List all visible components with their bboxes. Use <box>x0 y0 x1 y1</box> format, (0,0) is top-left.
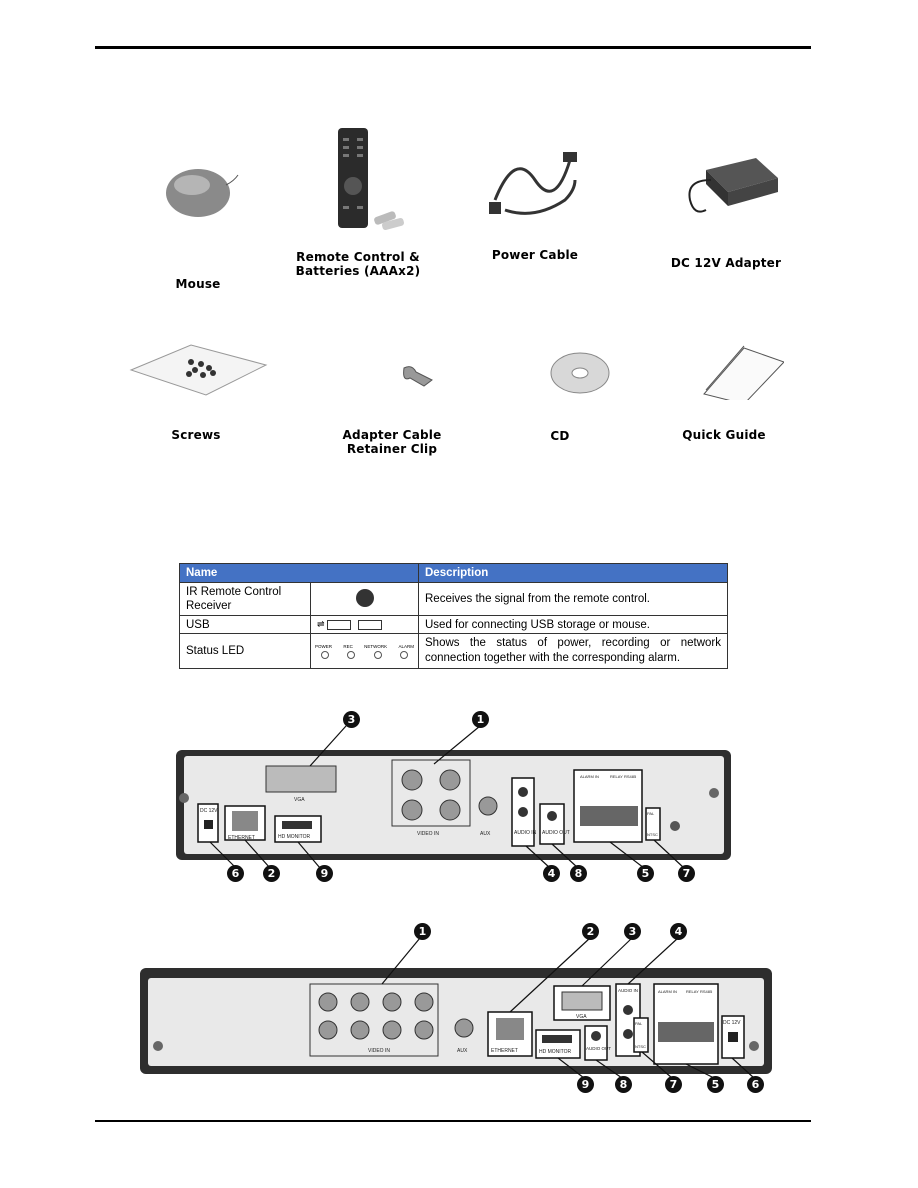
callout-4: 4 <box>543 865 560 882</box>
header-name: Name <box>179 563 419 583</box>
dc-label: DC 12V <box>723 1020 741 1026</box>
led-label: POWER <box>315 643 333 649</box>
vga-label: VGA <box>576 1014 587 1020</box>
audio-in-label: AUDIO IN <box>618 988 638 993</box>
accessory-clip: Adapter Cable Retainer Clip <box>312 360 472 456</box>
ntsc-label: NTSC <box>647 832 658 837</box>
accessory-cd: CD <box>480 345 640 443</box>
callout-1: 1 <box>472 711 489 728</box>
callout-4: 4 <box>670 923 687 940</box>
remote-control-icon <box>298 128 418 231</box>
clip-icon <box>332 360 452 400</box>
hdmi-label: HD MONITOR <box>278 834 311 840</box>
pal-label: PAL <box>635 1021 643 1026</box>
vga-label: VGA <box>294 797 305 803</box>
callout-6: 6 <box>747 1076 764 1093</box>
bottom-rule <box>95 1120 811 1122</box>
relay-label: RELAY <box>610 774 623 779</box>
video-in-label: VIDEO IN <box>417 831 439 837</box>
callout-8: 8 <box>570 865 587 882</box>
callout-7: 7 <box>678 865 695 882</box>
rs485-label: RS485 <box>700 989 713 994</box>
accessory-adapter: DC 12V Adapter <box>646 150 806 270</box>
adapter-icon <box>666 150 786 230</box>
hdmi-label: HD MONITOR <box>539 1049 572 1055</box>
audio-in-label: AUDIO IN <box>514 830 537 836</box>
callout-3: 3 <box>624 923 641 940</box>
ethernet-label: ETHERNET <box>491 1048 518 1054</box>
front-panel-table: Name Description IR Remote Control Recei… <box>179 563 728 669</box>
callout-5: 5 <box>707 1076 724 1093</box>
rear-panel-8ch: VIDEO IN AUX ETHERNET VGA HD MONITOR AUD… <box>138 918 774 1098</box>
accessory-remote: Remote Control & Batteries (AAAx2) <box>278 128 438 278</box>
alarm-in-label: ALARM IN <box>580 774 599 779</box>
callout-2: 2 <box>582 923 599 940</box>
video-in-label: VIDEO IN <box>368 1048 390 1054</box>
accessory-quick-guide: Quick Guide <box>644 340 804 442</box>
quick-guide-icon <box>664 340 785 405</box>
ntsc-label: NTSC <box>635 1044 646 1049</box>
table-row: Status LED POWER REC NETWORK ALARM Shows… <box>179 633 728 669</box>
pal-label: PAL <box>647 811 655 816</box>
callout-6: 6 <box>227 865 244 882</box>
accessory-label: Quick Guide <box>682 428 766 442</box>
callout-9: 9 <box>577 1076 594 1093</box>
callout-2: 2 <box>263 865 280 882</box>
relay-label: RELAY <box>686 989 699 994</box>
accessory-mouse: Mouse <box>118 155 278 291</box>
audio-out-label: AUDIO OUT <box>586 1046 611 1051</box>
accessory-label: Adapter Cable Retainer Clip <box>342 428 442 456</box>
mouse-icon <box>138 155 258 255</box>
audio-out-label: AUDIO OUT <box>542 830 570 836</box>
header-description: Description <box>418 563 728 583</box>
usb-icon: ⇌ <box>310 615 419 634</box>
row-name: Status LED <box>179 633 311 669</box>
accessory-label: DC 12V Adapter <box>670 256 782 270</box>
cd-icon <box>500 345 620 395</box>
aux-label: AUX <box>457 1048 468 1054</box>
callout-1: 1 <box>414 923 431 940</box>
led-label: ALARM <box>398 643 414 649</box>
screws-icon <box>121 340 271 400</box>
accessory-screws: Screws <box>116 340 276 442</box>
led-label: REC <box>343 643 353 649</box>
dc-label: DC 12V <box>200 808 218 814</box>
aux-label: AUX <box>480 831 491 837</box>
callout-3: 3 <box>343 711 360 728</box>
rs485-label: RS485 <box>624 774 637 779</box>
ethernet-label: ETHERNET <box>228 835 255 841</box>
power-cable-icon <box>475 140 595 230</box>
callout-5: 5 <box>637 865 654 882</box>
rear-panel-4ch: VGA DC 12V ETHERNET HD MONITOR VIDEO IN … <box>170 708 732 883</box>
ir-receiver-icon <box>310 582 419 616</box>
accessory-label: CD <box>550 429 570 443</box>
alarm-in-label: ALARM IN <box>658 989 677 994</box>
callout-9: 9 <box>316 865 333 882</box>
row-name: IR Remote Control Receiver <box>179 582 311 616</box>
top-rule <box>95 46 811 49</box>
accessory-power-cable: Power Cable <box>455 140 615 262</box>
callout-8: 8 <box>615 1076 632 1093</box>
accessory-label: Screws <box>171 428 221 442</box>
callout-7: 7 <box>665 1076 682 1093</box>
status-led-icons: POWER REC NETWORK ALARM <box>310 633 419 669</box>
table-row: IR Remote Control Receiver Receives the … <box>179 582 728 616</box>
accessory-label: Remote Control & Batteries (AAAx2) <box>295 250 421 278</box>
table-row: USB ⇌ Used for connecting USB storage or… <box>179 615 728 634</box>
table-header: Name Description <box>179 563 728 583</box>
row-desc: Receives the signal from the remote cont… <box>418 582 728 616</box>
row-desc: Used for connecting USB storage or mouse… <box>418 615 728 634</box>
accessory-label: Mouse <box>175 277 221 291</box>
accessory-label: Power Cable <box>491 248 579 262</box>
led-label: NETWORK <box>364 643 388 649</box>
row-desc: Shows the status of power, recording or … <box>418 633 728 669</box>
row-name: USB <box>179 615 311 634</box>
